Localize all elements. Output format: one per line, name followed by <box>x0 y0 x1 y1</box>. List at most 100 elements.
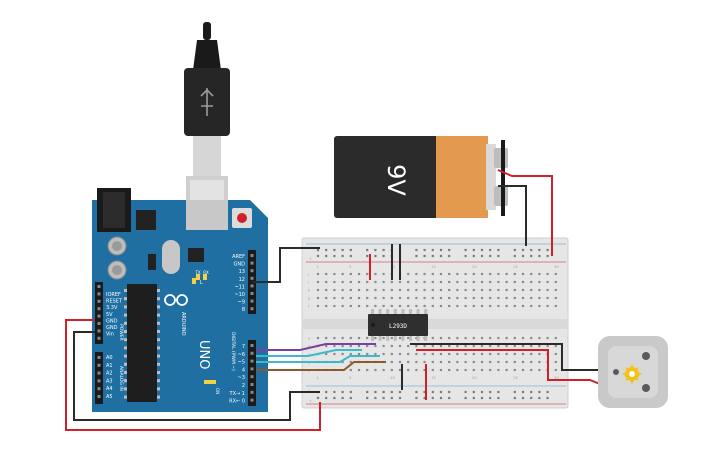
breadboard-hole[interactable] <box>480 280 484 284</box>
breadboard-hole[interactable] <box>538 390 541 394</box>
breadboard-hole[interactable] <box>538 304 541 308</box>
breadboard-hole[interactable] <box>464 336 467 340</box>
header-pin[interactable] <box>97 379 101 383</box>
breadboard-hole[interactable] <box>513 344 516 348</box>
breadboard-hole[interactable] <box>415 336 418 340</box>
breadboard-hole[interactable] <box>415 396 418 400</box>
wire-gnd-to-bottom-rail[interactable] <box>73 331 320 421</box>
breadboard-hole[interactable] <box>333 296 336 300</box>
breadboard-hole[interactable] <box>423 360 426 364</box>
breadboard-hole[interactable] <box>448 288 451 292</box>
breadboard-hole[interactable] <box>497 280 500 284</box>
breadboard-hole[interactable] <box>407 296 410 300</box>
breadboard-hole[interactable] <box>341 352 344 356</box>
breadboard-hole[interactable] <box>366 296 369 300</box>
breadboard-hole[interactable] <box>546 288 549 292</box>
breadboard-hole[interactable] <box>407 272 410 276</box>
breadboard-hole[interactable] <box>530 304 533 308</box>
breadboard-hole[interactable] <box>530 280 533 284</box>
breadboard-hole[interactable] <box>456 296 459 300</box>
breadboard-hole[interactable] <box>316 296 320 300</box>
breadboard-hole[interactable] <box>390 288 393 292</box>
wire-5v-to-rail[interactable] <box>65 319 321 431</box>
breadboard-hole[interactable] <box>464 352 467 356</box>
header-pin[interactable] <box>250 299 254 303</box>
breadboard-hole[interactable] <box>448 336 451 340</box>
breadboard-hole[interactable] <box>407 360 410 364</box>
breadboard-hole[interactable] <box>431 288 434 292</box>
breadboard-hole[interactable] <box>521 336 525 340</box>
breadboard-hole[interactable] <box>316 288 320 292</box>
breadboard-hole[interactable] <box>497 390 500 394</box>
breadboard-hole[interactable] <box>546 296 549 300</box>
breadboard-hole[interactable] <box>341 280 344 284</box>
breadboard-hole[interactable] <box>448 272 451 276</box>
breadboard-hole[interactable] <box>554 272 557 276</box>
header-pin[interactable] <box>97 371 101 375</box>
header-pin[interactable] <box>97 292 101 296</box>
breadboard-hole[interactable] <box>366 280 369 284</box>
breadboard-hole[interactable] <box>513 280 516 284</box>
breadboard-hole[interactable] <box>546 248 549 252</box>
breadboard-hole[interactable] <box>472 254 475 258</box>
breadboard-hole[interactable] <box>489 396 492 400</box>
breadboard-hole[interactable] <box>513 272 516 276</box>
breadboard-hole[interactable] <box>497 396 500 400</box>
breadboard-hole[interactable] <box>374 248 377 252</box>
breadboard-hole[interactable] <box>530 344 533 348</box>
breadboard-hole[interactable] <box>513 396 516 400</box>
breadboard-hole[interactable] <box>431 272 434 276</box>
breadboard-hole[interactable] <box>341 288 344 292</box>
breadboard-hole[interactable] <box>316 304 320 308</box>
breadboard-hole[interactable] <box>489 352 492 356</box>
breadboard-hole[interactable] <box>497 288 500 292</box>
breadboard-hole[interactable] <box>448 368 451 372</box>
breadboard-hole[interactable] <box>316 272 320 276</box>
breadboard-hole[interactable] <box>316 280 320 284</box>
breadboard-hole[interactable] <box>366 248 369 252</box>
breadboard-hole[interactable] <box>390 390 393 394</box>
breadboard-hole[interactable] <box>546 280 549 284</box>
breadboard-hole[interactable] <box>464 280 467 284</box>
wire-battery-minus[interactable] <box>498 185 527 246</box>
breadboard-hole[interactable] <box>349 280 352 284</box>
breadboard-hole[interactable] <box>407 336 410 340</box>
breadboard-hole[interactable] <box>341 344 344 348</box>
breadboard-hole[interactable] <box>513 360 516 364</box>
header-pin[interactable] <box>97 307 101 311</box>
breadboard-hole[interactable] <box>325 352 328 356</box>
breadboard-hole[interactable] <box>530 352 533 356</box>
header-pin[interactable] <box>250 254 254 257</box>
breadboard-hole[interactable] <box>513 288 516 292</box>
breadboard-hole[interactable] <box>382 396 385 400</box>
breadboard-hole[interactable] <box>439 272 443 276</box>
breadboard-hole[interactable] <box>472 248 475 252</box>
breadboard-hole[interactable] <box>325 390 328 394</box>
breadboard-hole[interactable] <box>472 344 475 348</box>
breadboard-hole[interactable] <box>480 336 484 340</box>
breadboard-hole[interactable] <box>374 352 377 356</box>
breadboard-hole[interactable] <box>431 254 434 258</box>
breadboard-hole[interactable] <box>521 288 525 292</box>
breadboard-hole[interactable] <box>374 336 377 340</box>
breadboard-hole[interactable] <box>489 336 492 340</box>
breadboard-hole[interactable] <box>374 390 377 394</box>
breadboard-hole[interactable] <box>489 288 492 292</box>
breadboard-hole[interactable] <box>554 296 557 300</box>
breadboard-hole[interactable] <box>521 296 525 300</box>
breadboard-hole[interactable] <box>472 360 475 364</box>
breadboard-hole[interactable] <box>366 396 369 400</box>
breadboard-hole[interactable] <box>398 280 402 284</box>
breadboard-hole[interactable] <box>333 254 336 258</box>
breadboard-hole[interactable] <box>489 304 492 308</box>
breadboard-hole[interactable] <box>456 344 459 348</box>
breadboard-hole[interactable] <box>521 248 525 252</box>
breadboard-hole[interactable] <box>538 248 541 252</box>
breadboard-hole[interactable] <box>390 296 393 300</box>
breadboard-hole[interactable] <box>415 344 418 348</box>
breadboard-hole[interactable] <box>349 352 352 356</box>
breadboard-hole[interactable] <box>472 304 475 308</box>
breadboard-hole[interactable] <box>325 280 328 284</box>
breadboard-hole[interactable] <box>464 344 467 348</box>
breadboard-hole[interactable] <box>415 296 418 300</box>
